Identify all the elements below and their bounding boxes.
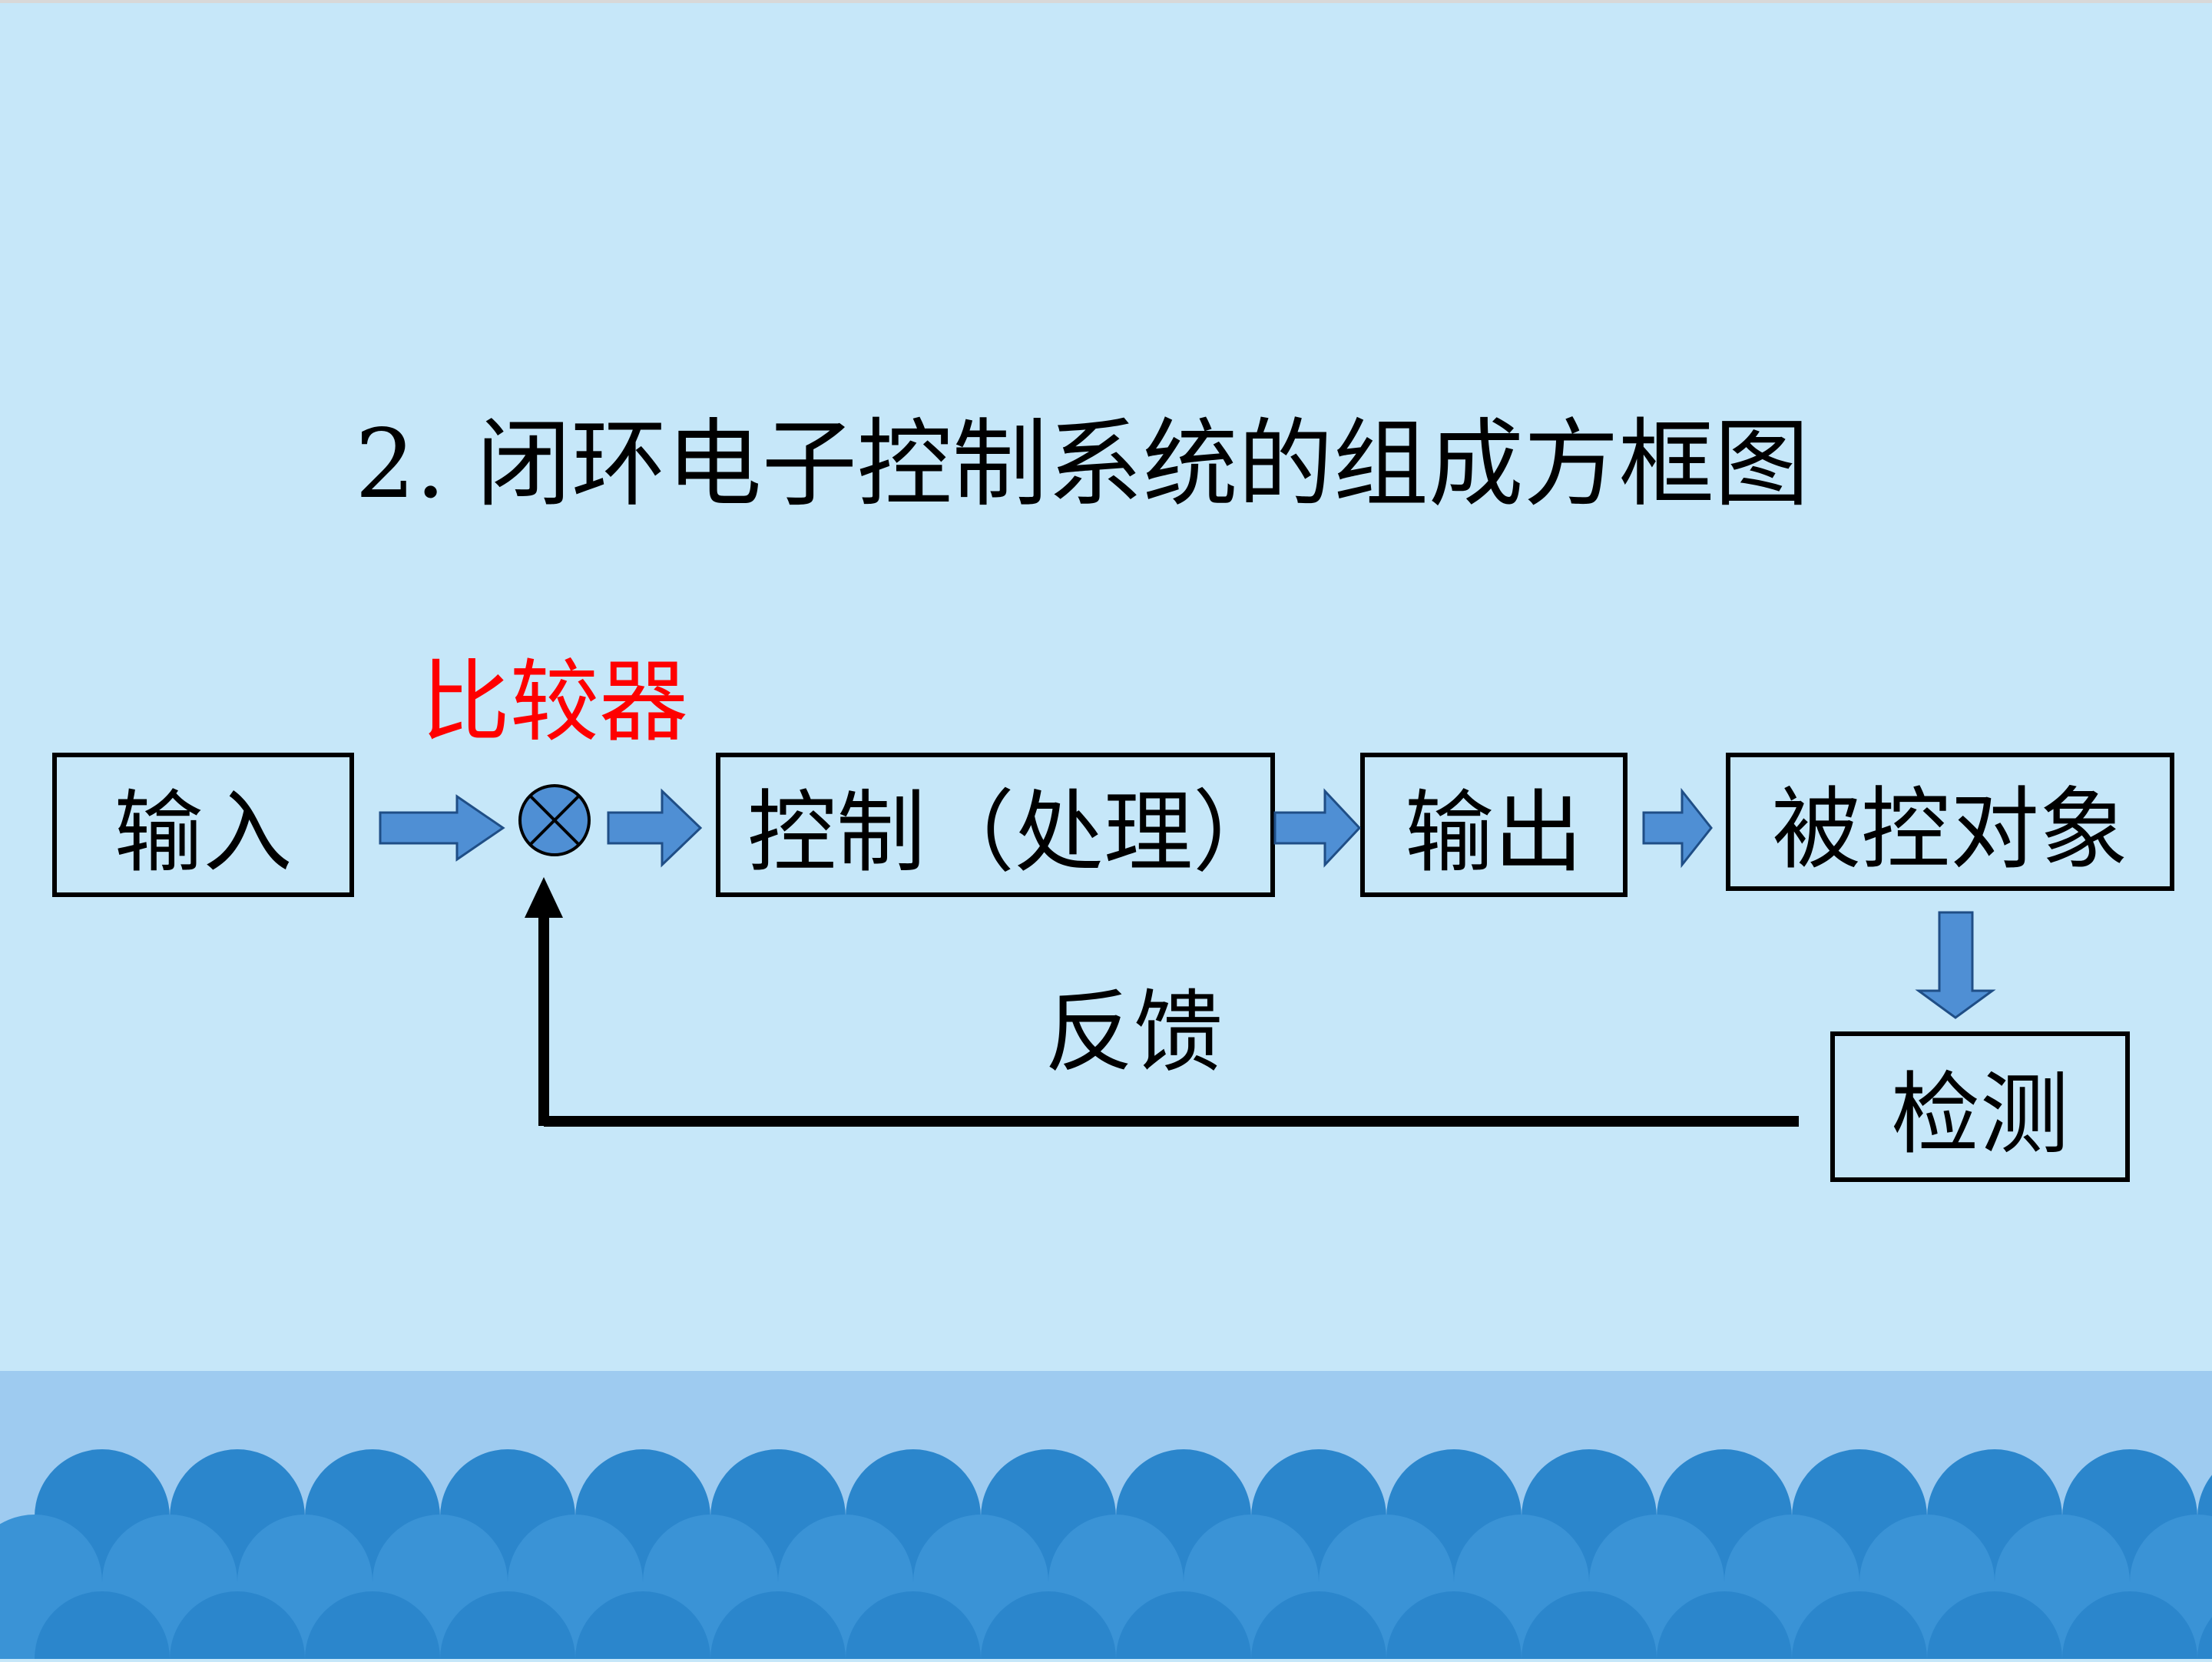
arrow-output-to-object [1642,787,1713,869]
scallop-pattern [0,1449,2212,1659]
feedback-arrowhead [525,877,563,918]
scallop [440,1591,575,1659]
scallop [170,1591,305,1659]
input-block: 输入 [52,753,354,897]
output-block: 输出 [1360,753,1628,897]
scallop [35,1591,170,1659]
controlled-object-block: 被控对象 [1726,753,2174,891]
arrow-object-to-detection [1915,911,1996,1019]
slide-title: 2. 闭环电子控制系统的组成方框图 [355,409,1810,520]
arrow-comparator-to-control [607,788,703,868]
scallop [710,1591,846,1659]
scallop [1522,1591,1657,1659]
scallop [1116,1591,1251,1659]
scallop [575,1591,710,1659]
scallop [1792,1591,1927,1659]
scallop [1386,1591,1522,1659]
scallop [1657,1591,1792,1659]
diagram-connectors [379,784,1996,1127]
scallop [1927,1591,2062,1659]
comparator-label: 比较器 [421,651,688,754]
scallop [2062,1591,2197,1659]
feedback-path [525,877,1799,1127]
feedback-label: 反馈 [1045,981,1223,1084]
scallop [305,1591,440,1659]
scallop [981,1591,1116,1659]
control-block: 控制（处理） [716,753,1282,897]
scallop [846,1591,981,1659]
comparator-symbol [518,784,591,856]
top-border [0,0,2212,3]
scallop [1251,1591,1386,1659]
arrow-input-to-comparator [379,794,505,862]
bottom-decoration-band [0,1371,2212,1659]
scallop [2197,1617,2212,1659]
detection-block: 检测 [1830,1031,2130,1182]
arrow-control-to-output [1273,788,1362,868]
